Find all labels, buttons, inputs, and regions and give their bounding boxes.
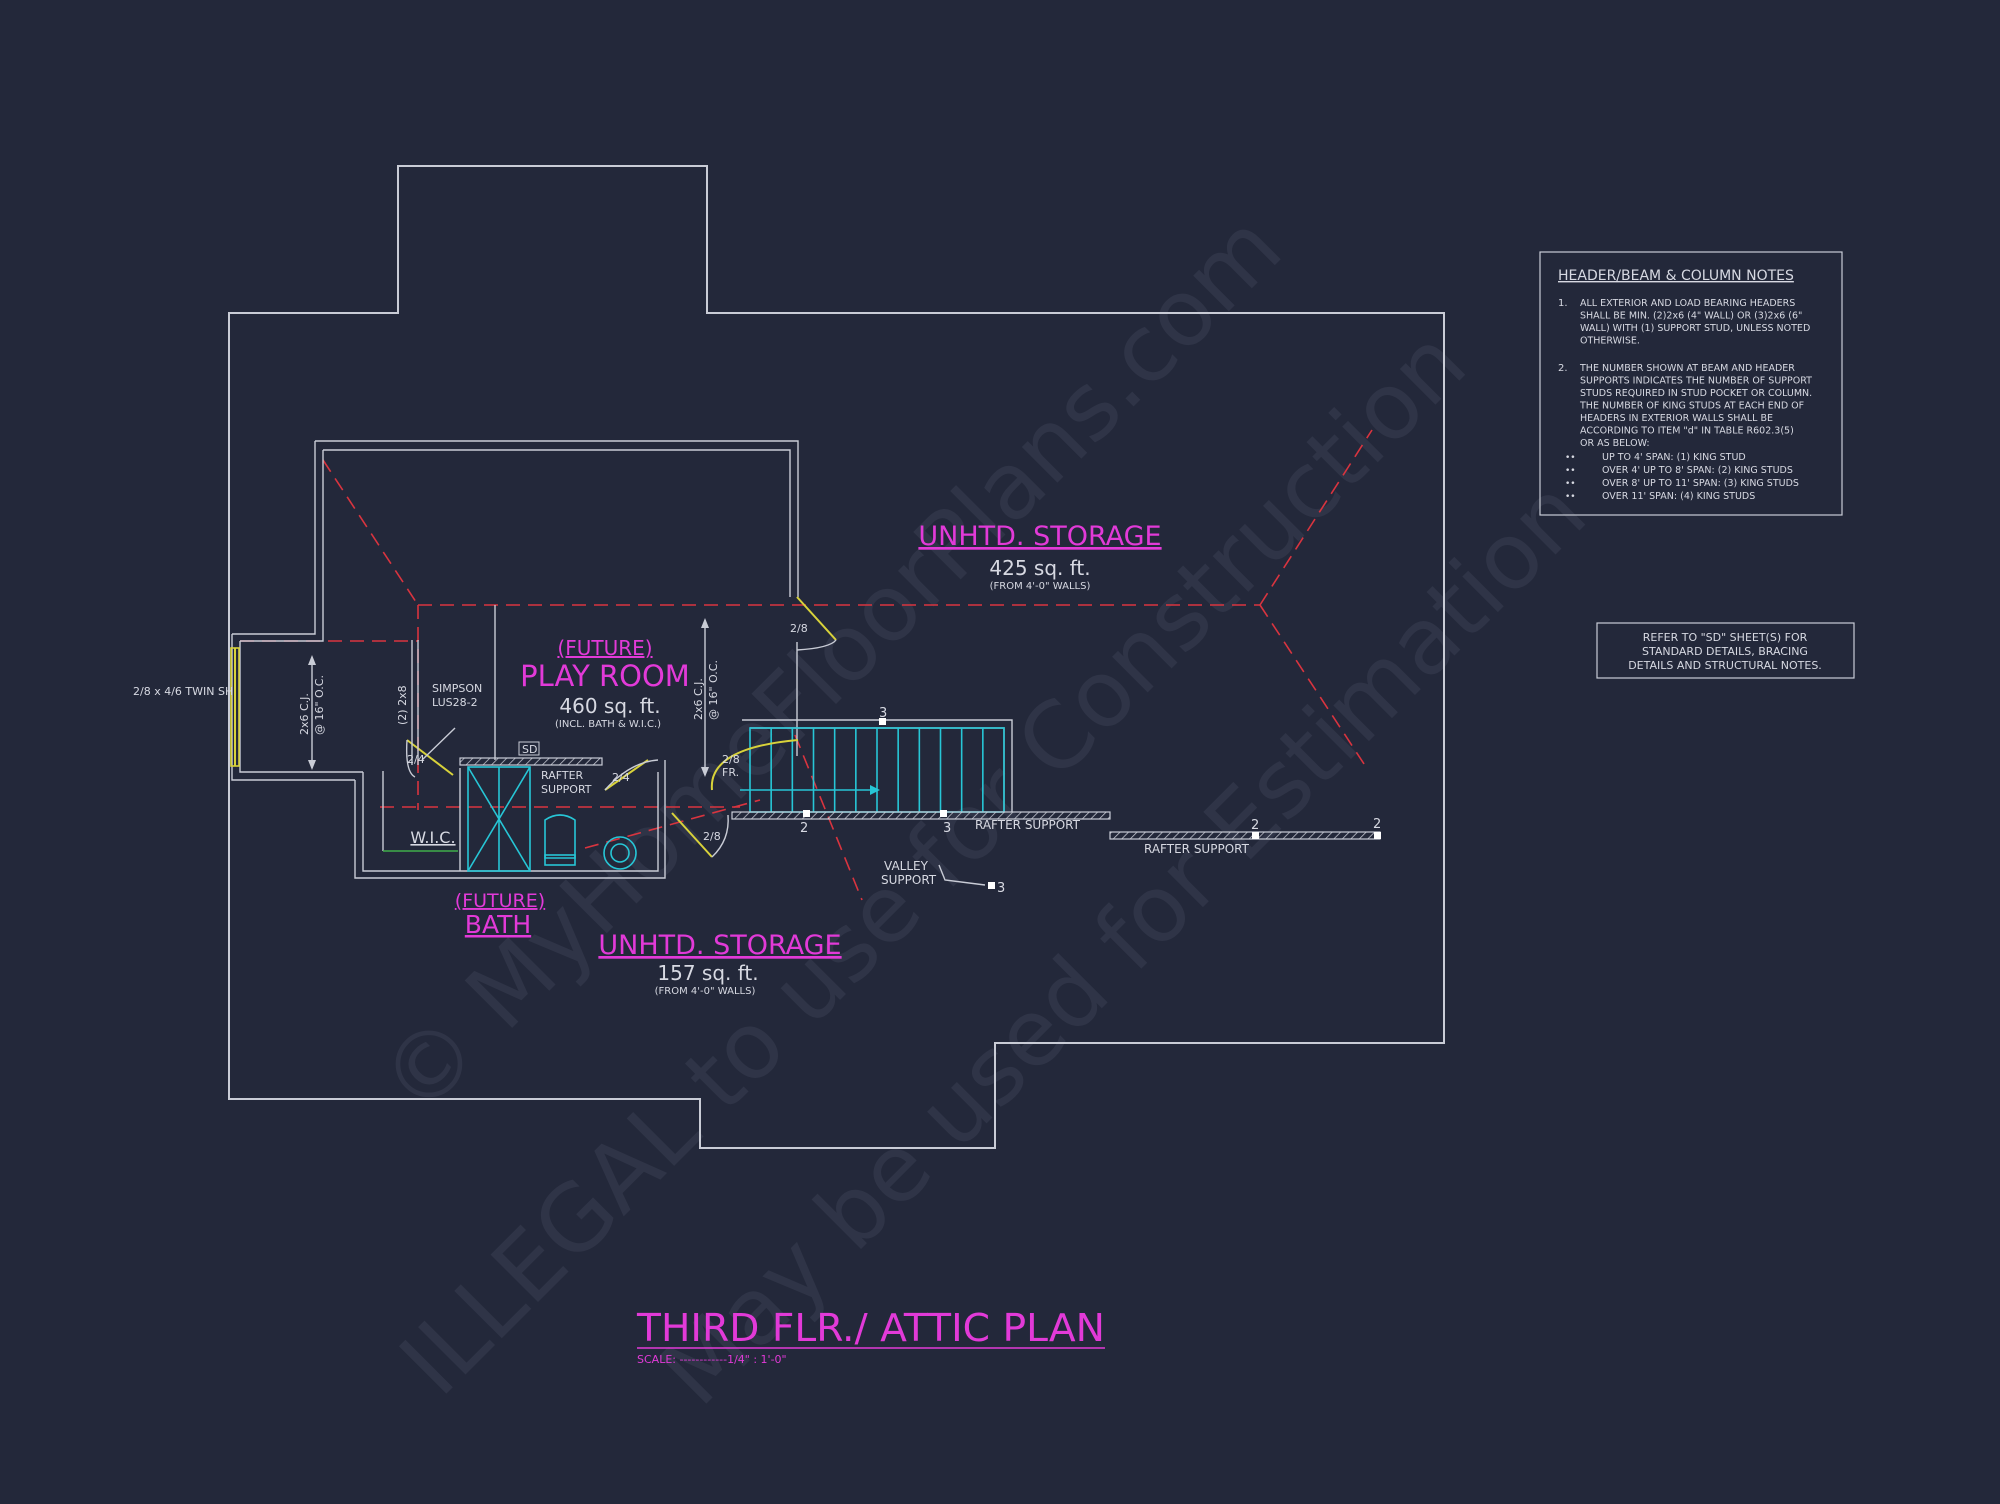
unhtd-storage-bottom-area: 157 sq. ft. xyxy=(657,961,758,985)
note-2-number: 2. xyxy=(1558,363,1568,374)
cj-left-line-2: @ 16" O.C. xyxy=(313,675,326,735)
door-2-8-a: 2/8 xyxy=(790,622,808,635)
unhtd-storage-bottom-note: (FROM 4'-0" WALLS) xyxy=(655,986,756,997)
roof-outline xyxy=(228,165,1445,1149)
note-line: STUDS REQUIRED IN STUD POCKET OR COLUMN. xyxy=(1580,388,1812,399)
bullet-icon: •• xyxy=(1565,479,1576,489)
support-count-2a: 2 xyxy=(800,821,808,836)
play-room-area: 460 sq. ft. xyxy=(559,694,660,718)
watermark-line-2: ILLEGAL to use for Construction xyxy=(380,309,1486,1415)
rafter-support-small-1: RAFTER xyxy=(541,769,584,782)
door-2-8-fr-2: FR. xyxy=(722,766,739,779)
rafter-supports xyxy=(459,718,1381,889)
window-label: 2/8 x 4/6 TWIN SH xyxy=(133,685,233,698)
annotations: 2/8 x 4/6 TWIN SH 2x6 C.J. @ 16" O.C. 2x… xyxy=(133,622,1381,896)
doors xyxy=(405,596,837,858)
cj-left-line-1: 2x6 C.J. xyxy=(298,693,311,735)
bath-fixtures xyxy=(467,766,637,872)
support-count-2b: 2 xyxy=(1251,818,1259,833)
door-2-4-b: 2/4 xyxy=(407,753,425,766)
notes-title: HEADER/BEAM & COLUMN NOTES xyxy=(1558,268,1794,284)
bath-name: BATH xyxy=(465,910,531,939)
door-2-4-a: 2/4 xyxy=(612,771,630,784)
note-1-text: ALL EXTERIOR AND LOAD BEARING HEADERS SHA… xyxy=(1580,298,1810,347)
support-count-3b: 3 xyxy=(943,821,951,836)
support-count-3c: 3 xyxy=(997,881,1005,896)
sd-label: SD xyxy=(522,743,537,756)
note-line: SUPPORTS INDICATES THE NUMBER OF SUPPORT xyxy=(1580,376,1812,387)
note-bullet: OVER 8' UP TO 11' SPAN: (3) KING STUDS xyxy=(1602,478,1799,489)
unhtd-storage-top-area: 425 sq. ft. xyxy=(989,556,1090,580)
support-count-3a: 3 xyxy=(879,706,887,721)
rafter-support-label-2: RAFTER SUPPORT xyxy=(1144,842,1250,856)
note-line: STANDARD DETAILS, BRACING xyxy=(1642,645,1808,658)
drawing-scale: SCALE: ------------1/4" : 1'-0" xyxy=(637,1353,787,1366)
valley-support-label-1: VALLEY xyxy=(884,859,929,873)
note-line: OTHERWISE. xyxy=(1580,336,1640,347)
support-count-2c: 2 xyxy=(1373,817,1381,832)
note-bullets: •• UP TO 4' SPAN: (1) KING STUD •• OVER 4' … xyxy=(1565,452,1799,502)
note-line: OR AS BELOW: xyxy=(1580,438,1650,449)
play-room-name: PLAY ROOM xyxy=(520,659,690,693)
simpson-label-1: SIMPSON xyxy=(432,682,482,695)
drawing-title: THIRD FLR./ ATTIC PLAN xyxy=(636,1306,1105,1350)
note-bullet: UP TO 4' SPAN: (1) KING STUD xyxy=(1602,452,1746,463)
note-line: ALL EXTERIOR AND LOAD BEARING HEADERS xyxy=(1580,298,1795,309)
valley-support-label-2: SUPPORT xyxy=(881,873,937,887)
play-room-note: (INCL. BATH & W.I.C.) xyxy=(555,719,661,730)
title-block: THIRD FLR./ ATTIC PLAN SCALE: ----------… xyxy=(636,1306,1105,1366)
note-line: HEADERS IN EXTERIOR WALLS SHALL BE xyxy=(1580,413,1773,424)
rafter-support-small-2: SUPPORT xyxy=(541,783,592,796)
dimension-lines xyxy=(308,618,709,777)
unhtd-storage-bottom-name: UNHTD. STORAGE xyxy=(598,930,841,961)
cj-mid-line-2: @ 16" O.C. xyxy=(707,660,720,720)
simpson-label-2: LUS28-2 xyxy=(432,696,478,709)
note-line: REFER TO "SD" SHEET(S) FOR xyxy=(1643,631,1808,644)
note-line: THE NUMBER SHOWN AT BEAM AND HEADER xyxy=(1579,363,1795,374)
note-bullet: OVER 4' UP TO 8' SPAN: (2) KING STUDS xyxy=(1602,465,1793,476)
bullet-icon: •• xyxy=(1565,453,1576,463)
room-labels: UNHTD. STORAGE 425 sq. ft. (FROM 4'-0" W… xyxy=(410,521,1161,997)
note-line: DETAILS AND STRUCTURAL NOTES. xyxy=(1628,659,1822,672)
unhtd-storage-top-name: UNHTD. STORAGE xyxy=(918,521,1161,552)
wic-label: W.I.C. xyxy=(410,828,455,847)
note-1-number: 1. xyxy=(1558,298,1568,309)
rafter-support-label-1: RAFTER SUPPORT xyxy=(975,818,1081,832)
header-2x8-label: (2) 2x8 xyxy=(396,685,409,725)
note-bullet: OVER 11' SPAN: (4) KING STUDS xyxy=(1602,491,1755,502)
twin-window xyxy=(230,647,240,767)
header-beam-notes: HEADER/BEAM & COLUMN NOTES 1. ALL EXTERI… xyxy=(1539,251,1843,516)
note-line: SHALL BE MIN. (2)2x6 (4" WALL) OR (3)2x6… xyxy=(1580,311,1802,322)
stairs xyxy=(740,727,1005,813)
unhtd-storage-top-note: (FROM 4'-0" WALLS) xyxy=(990,581,1091,592)
play-room-prefix: (FUTURE) xyxy=(557,636,652,660)
note-line: ACCORDING TO ITEM "d" IN TABLE R602.3(5) xyxy=(1580,426,1794,437)
door-2-8-fr-1: 2/8 xyxy=(722,753,740,766)
bullet-icon: •• xyxy=(1565,492,1576,502)
cj-mid-line-1: 2x6 C.J. xyxy=(692,678,705,720)
bullet-icon: •• xyxy=(1565,466,1576,476)
note-line: THE NUMBER OF KING STUDS AT EACH END OF xyxy=(1579,401,1804,412)
note-2-text: THE NUMBER SHOWN AT BEAM AND HEADER SUPPO… xyxy=(1579,363,1812,449)
note-line: WALL) WITH (1) SUPPORT STUD, UNLESS NOTE… xyxy=(1580,323,1810,334)
bath-prefix: (FUTURE) xyxy=(455,890,545,912)
door-2-8-b: 2/8 xyxy=(703,830,721,843)
